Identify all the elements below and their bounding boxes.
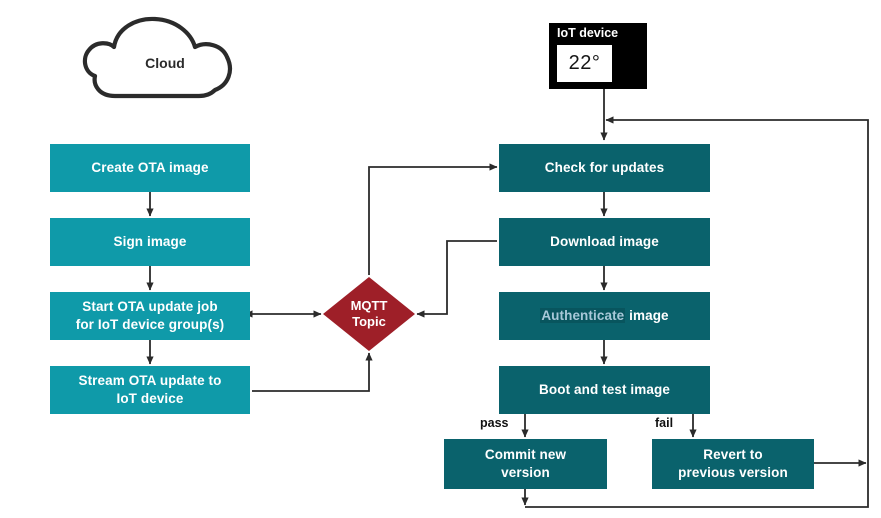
node-download-image-label: Download image bbox=[550, 233, 659, 249]
node-sign-image-label: Sign image bbox=[113, 233, 187, 249]
node-start-ota-update-job[interactable]: Start OTA update job for IoT device grou… bbox=[50, 292, 250, 340]
node-revert-to-previous-version-label: Revert to previous version bbox=[678, 446, 788, 480]
node-start-ota-update-job-label: Start OTA update job for IoT device grou… bbox=[75, 298, 225, 332]
edge-stream-to-mqtt bbox=[252, 352, 373, 392]
node-stream-ota-update[interactable]: Stream OTA update to IoT device bbox=[50, 366, 250, 414]
node-revert-to-previous-version[interactable]: Revert to previous version bbox=[652, 439, 814, 489]
mqtt-topic-line1: MQTT bbox=[350, 298, 388, 313]
node-boot-and-test-image[interactable]: Boot and test image bbox=[499, 366, 710, 414]
iot-device-title: IoT device bbox=[557, 26, 619, 40]
node-stream-ota-update-label: Stream OTA update to IoT device bbox=[78, 372, 222, 406]
node-authenticate-image-highlight: Authenticate bbox=[540, 307, 626, 323]
iot-device-temperature-readout: 22° bbox=[557, 45, 612, 82]
mqtt-topic-line2: Topic bbox=[352, 313, 386, 329]
node-sign-image[interactable]: Sign image bbox=[50, 218, 250, 266]
node-commit-new-version[interactable]: Commit new version bbox=[444, 439, 607, 489]
edge-mqtt-to-check bbox=[368, 163, 498, 275]
mqtt-topic-diamond bbox=[323, 277, 415, 351]
node-commit-new-version-label: Commit new version bbox=[484, 446, 567, 480]
iot-device-widget: IoT device 22° bbox=[549, 23, 647, 89]
edge-bottom-return-bus bbox=[525, 116, 869, 508]
edge-label-fail: fail bbox=[655, 416, 674, 430]
node-check-for-updates-label: Check for updates bbox=[544, 159, 665, 175]
edge-download-to-mqtt bbox=[416, 240, 497, 318]
node-boot-and-test-image-label: Boot and test image bbox=[539, 381, 670, 397]
iot-device-stepper[interactable] bbox=[615, 43, 641, 85]
node-create-ota-image-label: Create OTA image bbox=[91, 159, 209, 175]
node-check-for-updates[interactable]: Check for updates bbox=[499, 144, 710, 192]
node-download-image[interactable]: Download image bbox=[499, 218, 710, 266]
cloud-icon bbox=[82, 16, 233, 99]
node-authenticate-image-rest-word: image bbox=[629, 307, 669, 323]
cloud-label: Cloud bbox=[145, 55, 185, 71]
node-authenticate-image[interactable]: Authenticate image bbox=[499, 292, 710, 340]
node-authenticate-image-label: Authenticate image bbox=[540, 307, 669, 325]
edge-label-pass: pass bbox=[480, 416, 509, 430]
mqtt-topic-label: MQTT Topic bbox=[324, 298, 414, 329]
node-create-ota-image[interactable]: Create OTA image bbox=[50, 144, 250, 192]
